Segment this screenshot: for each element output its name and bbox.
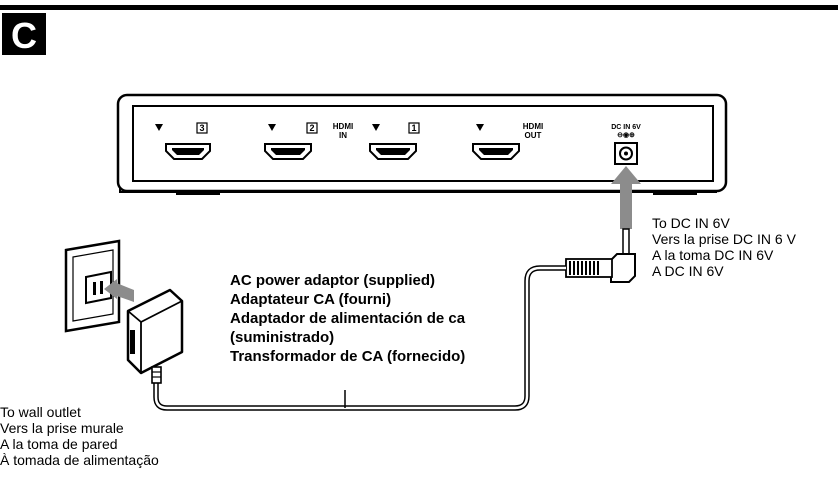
outlet-arrow-icon bbox=[104, 279, 134, 302]
down-triangle-icon bbox=[155, 124, 163, 131]
dc-plug bbox=[565, 228, 636, 283]
hdmi-port-1 bbox=[369, 122, 420, 160]
polarity-symbol: ⊖◉⊕ bbox=[617, 132, 635, 139]
dc-in-jack bbox=[614, 142, 638, 165]
section-letter-box bbox=[2, 13, 46, 55]
dc-in-label: DC IN 6V bbox=[611, 124, 641, 131]
wall-outlet bbox=[64, 239, 121, 333]
power-cable bbox=[153, 265, 566, 411]
hdmi-port-3 bbox=[155, 122, 211, 160]
down-triangle-icon bbox=[476, 124, 484, 131]
section-letter: C bbox=[11, 15, 37, 56]
hdmi-out-port bbox=[472, 124, 520, 160]
down-triangle-icon bbox=[372, 124, 380, 131]
hdmi-in-label: HDMI IN bbox=[332, 122, 354, 140]
port-number-2: 2 bbox=[309, 123, 315, 133]
wall-outlet-callout: To wall outlet Vers la prise murale A la… bbox=[0, 404, 159, 468]
adaptor-callout: AC power adaptor (supplied) Adaptateur C… bbox=[230, 272, 466, 365]
hdmi-out-label: HDMI OUT bbox=[522, 122, 544, 140]
header-rule bbox=[0, 5, 838, 10]
port-number-3: 3 bbox=[199, 123, 205, 133]
dc-in-callout: To DC IN 6V Vers la prise DC IN 6 V A la… bbox=[652, 215, 796, 279]
down-triangle-icon bbox=[268, 124, 276, 131]
hdmi-port-2 bbox=[264, 122, 318, 160]
ac-adaptor bbox=[126, 288, 184, 384]
port-number-1: 1 bbox=[411, 123, 417, 133]
dc-arrow-icon bbox=[611, 166, 641, 229]
